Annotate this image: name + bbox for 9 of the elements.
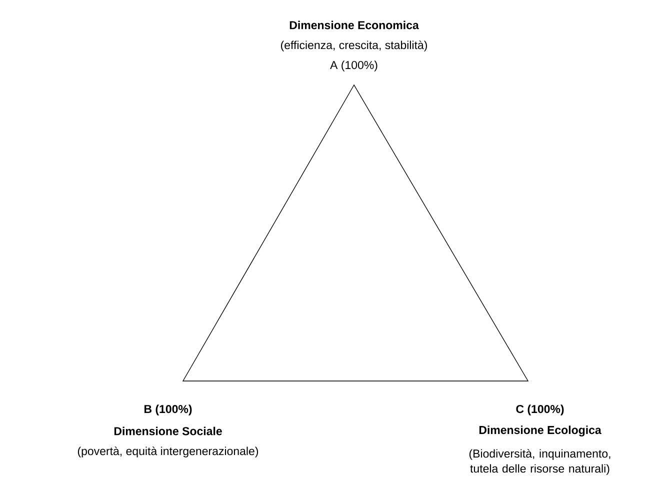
- description: (efficienza, crescita, stabilità): [281, 40, 427, 52]
- vertex-label: A (100%): [330, 60, 378, 72]
- vertex-label: C (100%): [516, 404, 564, 416]
- description: (povertà, equità intergenerazionale): [78, 446, 258, 458]
- heading: Dimensione Ecologica: [479, 426, 602, 436]
- heading: Dimensione Sociale: [114, 426, 222, 436]
- description: (Biodiversità, inquinamento, tutela delle risorse naturali): [469, 449, 610, 475]
- vertex-label: B (100%): [144, 404, 192, 416]
- heading: Dimensione Economica: [290, 20, 419, 30]
